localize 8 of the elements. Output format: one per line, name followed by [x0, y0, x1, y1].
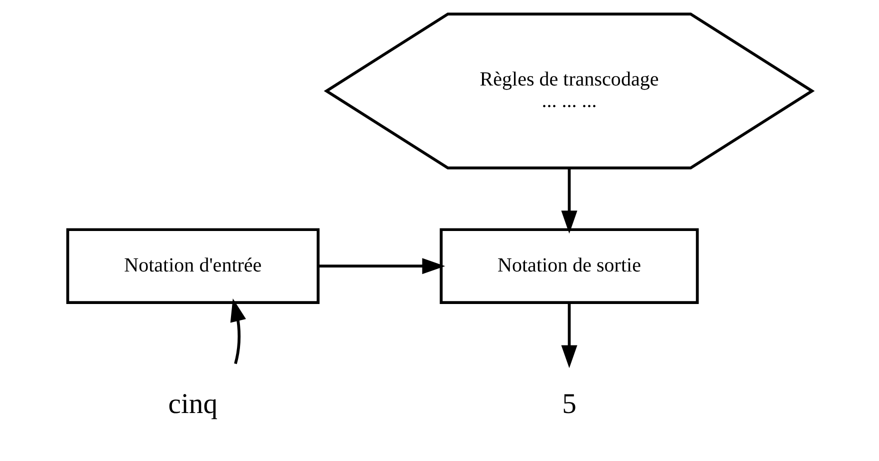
- node-text: 5: [562, 388, 576, 420]
- node-box: Notation de sortie: [439, 228, 698, 304]
- arrow: [560, 168, 577, 234]
- arrow: [230, 298, 246, 364]
- node-box: Notation d'entrée: [66, 228, 320, 304]
- arrow: [560, 302, 577, 368]
- node-text: cinq: [168, 388, 218, 420]
- arrow: [318, 258, 445, 274]
